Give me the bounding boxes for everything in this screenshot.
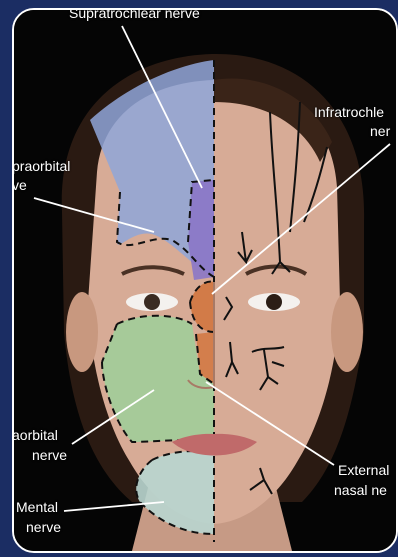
face-panel: Supratrochlear nerve Infratrochle ner pr… (12, 8, 398, 553)
right-ear (331, 292, 363, 372)
label-external-nasal-line2: nasal ne (334, 482, 387, 498)
right-iris (266, 294, 282, 310)
label-infratrochlear-line2: ner (370, 123, 390, 139)
supratrochlear-region (188, 180, 214, 280)
label-supraorbital-line1: praorbital (12, 158, 70, 174)
label-infratrochlear-line1: Infratrochle (314, 104, 384, 120)
left-ear (66, 292, 98, 372)
label-mental-line2: nerve (26, 519, 61, 535)
label-external-nasal-line1: External (338, 462, 389, 478)
label-supratrochlear: Supratrochlear nerve (69, 8, 200, 21)
label-supraorbital-line2: ve (12, 177, 27, 193)
label-infraorbital-line2: nerve (32, 447, 67, 463)
label-infraorbital-line1: aorbital (12, 427, 58, 443)
label-mental-line1: Mental (16, 499, 58, 515)
left-iris (144, 294, 160, 310)
